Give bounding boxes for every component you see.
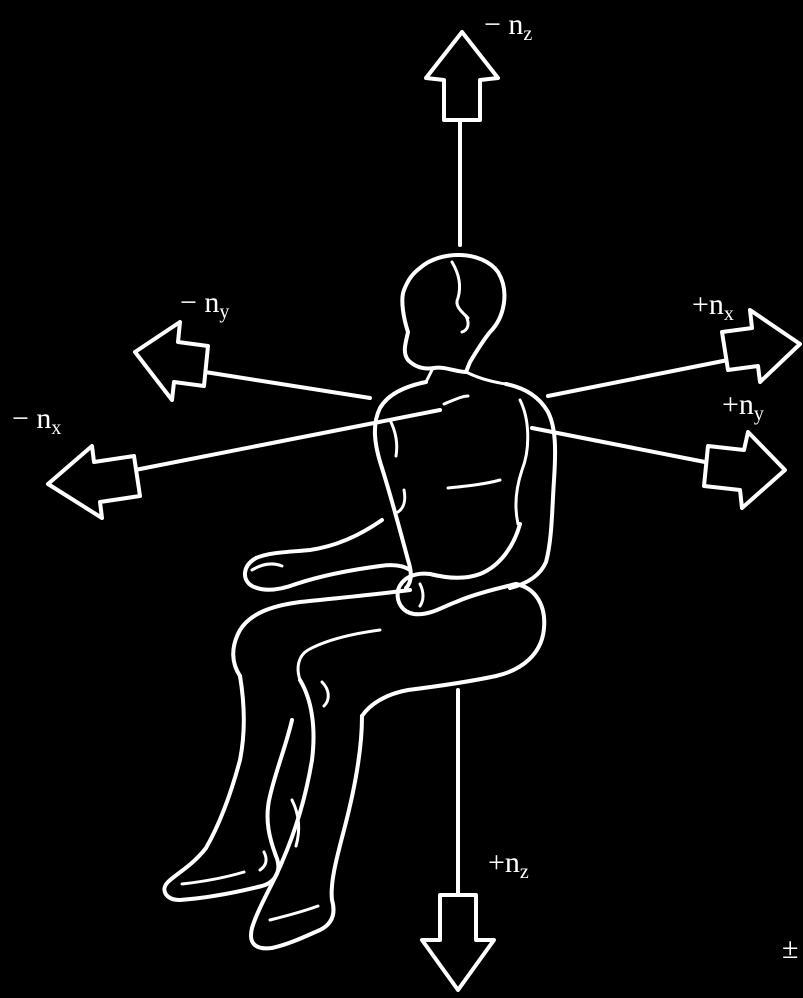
arrow-pos-nz <box>422 895 494 990</box>
arrow-neg-ny <box>135 322 208 400</box>
arrow-pos-ny <box>704 432 785 508</box>
figure-head <box>402 255 504 372</box>
axis-pos-ny-shaft <box>532 428 705 462</box>
label-pos-nz: +nz <box>488 846 529 883</box>
label-neg-ny: − ny <box>180 286 229 323</box>
label-neg-nz: − nz <box>484 8 532 45</box>
arrow-neg-nz <box>426 32 498 120</box>
seated-person-figure <box>164 255 555 948</box>
label-pos-nx: +nx <box>692 288 734 325</box>
axis-neg-ny-shaft <box>205 372 370 398</box>
label-pos-ny: +ny <box>722 388 764 425</box>
axis-neg-nx-shaft <box>135 410 440 470</box>
figure-far-leg <box>164 676 292 900</box>
corner-fragment-text: ± <box>782 932 798 965</box>
label-neg-nx: − nx <box>12 402 61 439</box>
arrow-neg-nx <box>48 446 140 518</box>
axis-pos-nx-shaft <box>548 360 728 396</box>
figure-near-arm <box>398 524 520 614</box>
figure-far-arm <box>245 520 410 590</box>
figure-lap <box>233 590 410 676</box>
